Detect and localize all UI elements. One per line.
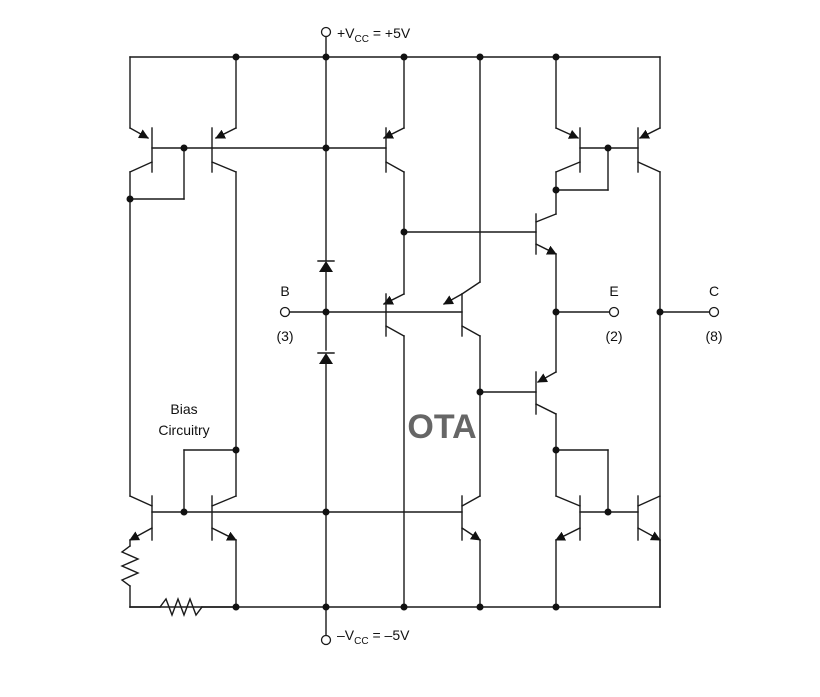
transistor-bottom-center xyxy=(461,495,481,608)
bias-label-line2: Circuitry xyxy=(158,422,209,438)
vcc-label: +VCC = +5V xyxy=(337,25,411,45)
vcc-terminal xyxy=(320,26,332,38)
vee-terminal xyxy=(320,634,332,646)
c-label: C xyxy=(709,283,719,299)
b-label: B xyxy=(280,283,289,299)
bias-label-line1: Bias xyxy=(170,401,197,417)
c-terminal xyxy=(708,306,720,318)
e-label: E xyxy=(609,283,618,299)
input-pair xyxy=(383,56,537,608)
vee-label: –VCC = –5V xyxy=(337,627,410,647)
c-pin-label: (8) xyxy=(705,328,722,344)
resistor-vertical xyxy=(120,545,140,587)
b-pin-label: (3) xyxy=(276,328,293,344)
emitter-stack xyxy=(535,213,611,497)
junction-dots xyxy=(126,53,664,611)
resistor-horizontal xyxy=(159,597,203,617)
top-left-mirror xyxy=(129,56,387,497)
bottom-left-mirror xyxy=(120,449,463,617)
ota-label: OTA xyxy=(407,408,476,446)
b-terminal xyxy=(279,306,291,318)
e-terminal xyxy=(608,306,620,318)
transistor-q-top-center xyxy=(383,56,405,295)
diode-top xyxy=(319,261,333,272)
e-pin-label: (2) xyxy=(605,328,622,344)
diode-string xyxy=(317,56,335,608)
diode-bottom xyxy=(319,353,333,364)
bottom-right-mirror xyxy=(555,449,661,608)
